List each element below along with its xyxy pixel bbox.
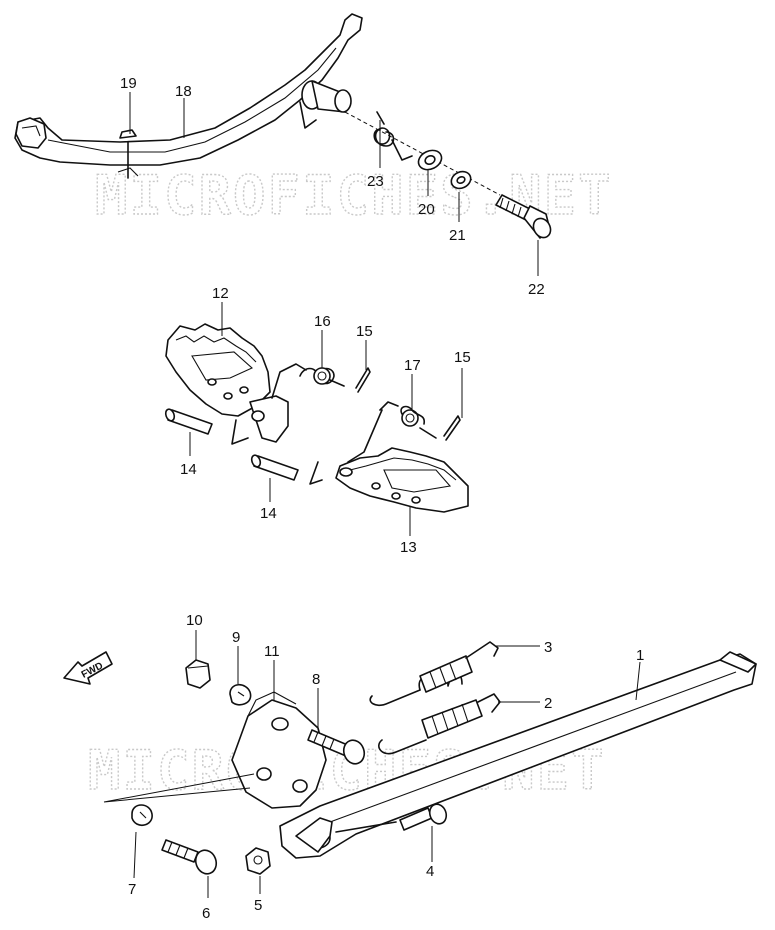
brake-pedal-arm xyxy=(14,13,363,166)
callout-6: 6 xyxy=(202,905,210,922)
footrest-pin-lower xyxy=(250,454,299,481)
fwd-label: FWD xyxy=(80,660,105,680)
footrest-pin-upper xyxy=(164,408,213,435)
pedal-return-spring xyxy=(373,111,413,161)
side-stand-bracket xyxy=(231,691,327,809)
washer-21 xyxy=(450,170,472,190)
callout-7: 7 xyxy=(128,881,136,898)
nut-5 xyxy=(245,847,271,875)
callout-15-upper: 15 xyxy=(356,323,373,340)
callout-14-lower: 14 xyxy=(260,505,277,522)
callout-11: 11 xyxy=(264,643,280,660)
callout-17: 17 xyxy=(404,357,421,374)
callout-5: 5 xyxy=(254,897,262,914)
footrest-spring-17 xyxy=(347,401,437,463)
callout-20: 20 xyxy=(418,201,435,218)
nut-10 xyxy=(185,659,211,689)
leader-7-bracket xyxy=(103,773,255,803)
washer-7 xyxy=(131,804,153,826)
brake-pedal-group xyxy=(14,13,501,196)
footrest-left xyxy=(165,323,307,445)
side-stand xyxy=(279,651,757,859)
pedal-stopper-bolt xyxy=(119,129,137,139)
callout-numbers: 19 18 23 20 21 22 12 16 15 17 15 14 14 1… xyxy=(120,75,644,922)
callout-13: 13 xyxy=(400,539,417,556)
footrest-right xyxy=(309,447,469,513)
callout-3: 3 xyxy=(544,639,552,656)
callout-19: 19 xyxy=(120,75,137,92)
callout-18: 18 xyxy=(175,83,192,100)
callout-2: 2 xyxy=(544,695,552,712)
callout-10: 10 xyxy=(186,612,203,629)
bracket-bolt-8 xyxy=(307,729,366,765)
callout-15-lower: 15 xyxy=(454,349,471,366)
cotter-pin-lower xyxy=(443,415,461,441)
callout-12: 12 xyxy=(212,285,229,302)
callout-4: 4 xyxy=(426,863,434,880)
bracket-bolt-6 xyxy=(161,839,218,875)
callout-22: 22 xyxy=(528,281,545,298)
fwd-direction-marker: FWD xyxy=(63,651,113,685)
pedal-bolt xyxy=(495,194,552,239)
callout-23: 23 xyxy=(367,173,384,190)
callout-14-upper: 14 xyxy=(180,461,197,478)
callout-8: 8 xyxy=(312,671,320,688)
callout-1: 1 xyxy=(636,647,644,664)
cotter-pin-upper xyxy=(355,367,371,393)
washer-9 xyxy=(229,683,252,706)
side-stand-spring-inner xyxy=(378,693,501,755)
footrest-spring-16 xyxy=(299,367,345,387)
arrow-left-icon xyxy=(63,651,113,685)
callout-16: 16 xyxy=(314,313,331,330)
washer-20 xyxy=(417,149,443,171)
callout-9: 9 xyxy=(232,629,240,646)
side-stand-bolt-4 xyxy=(335,803,448,833)
leader-lines xyxy=(129,92,641,898)
callout-21: 21 xyxy=(449,227,466,244)
side-stand-spring-outer xyxy=(369,641,499,707)
